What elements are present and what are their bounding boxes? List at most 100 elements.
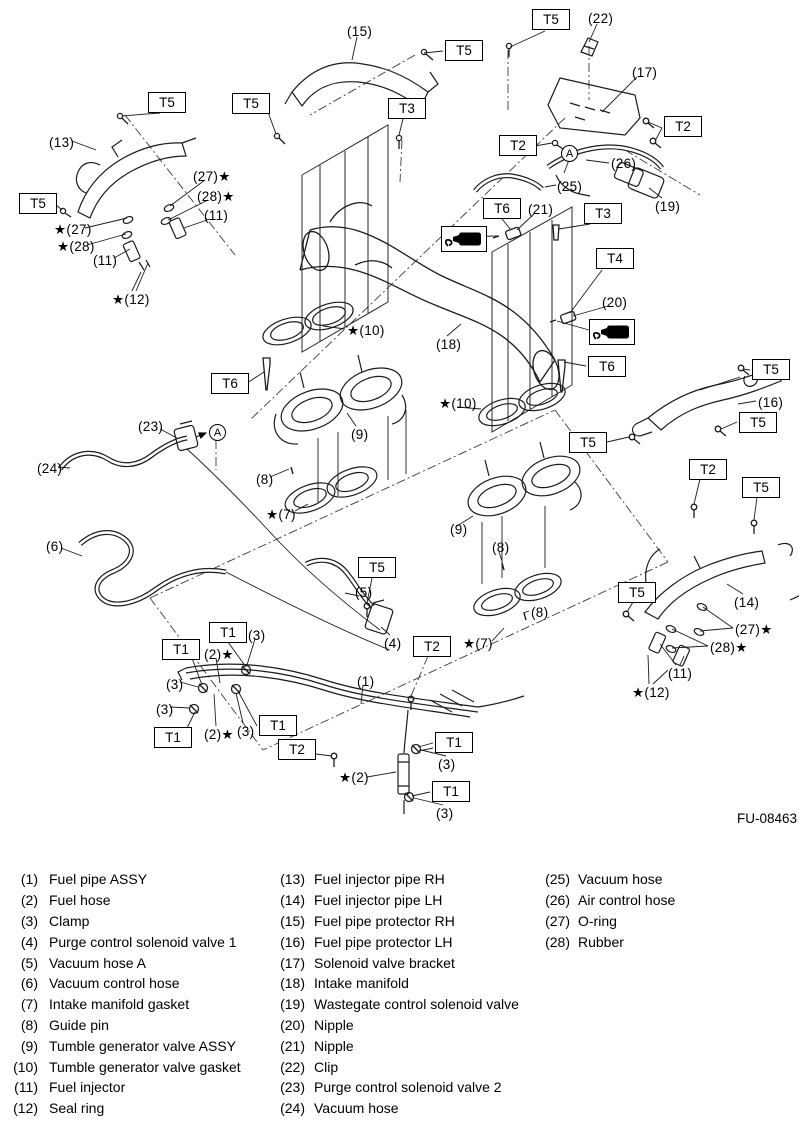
legend-item-number: (12) <box>13 1100 38 1117</box>
torque-spec-label-t1: T1 <box>154 727 192 748</box>
part-callout: ★(2) <box>339 770 369 785</box>
vacuum-hose-24-art <box>57 420 381 631</box>
torque-spec-label-t5: T5 <box>569 432 607 453</box>
legend-item-label: Vacuum hose <box>578 871 663 888</box>
part-callout: ★(7) <box>463 636 493 651</box>
part-callout: (17) <box>632 65 658 80</box>
legend-item-number: (16) <box>280 933 305 950</box>
part-callout: (8) <box>492 540 510 555</box>
legend-item-label: Nipple <box>314 1016 354 1033</box>
legend-item: (24) Vacuum hose <box>267 1098 519 1119</box>
legend-item-number: (10) <box>13 1058 38 1075</box>
legend-item-label: Fuel pipe protector LH <box>314 933 453 950</box>
legend-item-number: (8) <box>20 1016 38 1033</box>
part-callout: (3) <box>166 677 184 692</box>
legend-item-label: O-ring <box>578 912 617 929</box>
part-callout: (5) <box>355 585 373 600</box>
legend-item-number: (21) <box>280 1037 305 1054</box>
torque-spec-label-t5: T5 <box>148 92 186 113</box>
torque-spec-label-t3: T3 <box>388 98 426 119</box>
part-callout: ★(10) <box>439 396 477 411</box>
legend-item-label: Air control hose <box>578 892 676 909</box>
legend-item-label: Clamp <box>49 912 90 929</box>
legend-item-number: (25) <box>545 871 570 888</box>
legend-item-label: Solenoid valve bracket <box>314 954 455 971</box>
part-callout: (11) <box>668 666 693 681</box>
legend-item-number: (13) <box>280 871 305 888</box>
legend-item: (3) Clamp <box>0 911 241 932</box>
clamp-art <box>188 664 422 803</box>
legend-item: (10) Tumble generator valve gasket <box>0 1056 241 1077</box>
legend-item: (14)Fuel injector pipe LH <box>267 890 519 911</box>
part-callout: (24) <box>37 461 63 476</box>
torque-spec-label-t6: T6 <box>588 356 626 377</box>
part-callout: (21) <box>528 202 554 217</box>
part-callout: ★(27) <box>54 222 92 237</box>
part-callout: (3) <box>156 702 174 717</box>
torque-spec-label-t2: T2 <box>664 116 702 137</box>
legend-item: (8) Guide pin <box>0 1015 241 1036</box>
torque-spec-label-t5: T5 <box>739 412 777 433</box>
torque-spec-label-t2: T2 <box>413 636 451 657</box>
legend-item-label: Wastegate control solenoid valve <box>314 996 519 1013</box>
torque-spec-label-t5: T5 <box>742 477 780 498</box>
legend-item: (16) Fuel pipe protector LH <box>267 931 519 952</box>
torque-spec-label-t5: T5 <box>532 9 570 30</box>
part-callout: (22) <box>588 11 614 26</box>
legend-item: (6)Vacuum control hose <box>0 973 241 994</box>
injector-pipe-rh-art <box>75 137 197 271</box>
legend-item-label: Fuel injector pipe RH <box>314 871 445 888</box>
part-callout: (19) <box>655 199 681 214</box>
part-callout: (6) <box>46 539 64 554</box>
vacuum-control-hose-art <box>78 530 391 651</box>
part-callout: ★(28) <box>57 239 95 254</box>
torque-spec-label-t5: T5 <box>445 40 483 61</box>
part-callout: ★(7) <box>266 507 296 522</box>
part-callout: (28)★ <box>710 640 748 655</box>
torque-spec-label-t1: T1 <box>435 732 473 753</box>
part-callout: (14) <box>734 595 760 610</box>
torque-spec-label-t5: T5 <box>19 193 57 214</box>
legend-item: (9)Tumble generator valve ASSY <box>0 1035 241 1056</box>
legend-item: (1)Fuel pipe ASSY <box>0 869 241 890</box>
part-callout: ★(12) <box>632 685 670 700</box>
legend-item: (19)Wastegate control solenoid valve <box>267 994 519 1015</box>
tgv-right-art <box>467 441 582 621</box>
torque-spec-label-t1: T1 <box>209 622 247 643</box>
legend-item-number: (20) <box>280 1016 305 1033</box>
fuel-pipe-assy-art <box>177 663 525 814</box>
legend-item-number: (27) <box>545 912 570 929</box>
part-callout: (26) <box>611 156 637 171</box>
circled-reference-a: A <box>561 145 578 162</box>
legend-item-label: Purge control solenoid valve 2 <box>314 1079 502 1096</box>
legend-item-label: Vacuum hose <box>314 1100 399 1117</box>
legend-item-label: Nipple <box>314 1037 354 1054</box>
torque-spec-label-t1: T1 <box>162 639 200 660</box>
part-callout: (9) <box>351 427 369 442</box>
part-callout: (25) <box>557 179 583 194</box>
torque-spec-label-t5: T5 <box>752 359 790 380</box>
legend-item-number: (3) <box>20 912 38 929</box>
liquid-gasket-icon <box>441 226 487 252</box>
legend-column-1: (1)Fuel pipe ASSY(2)Fuel hose(3)Clamp(4)… <box>0 869 241 1119</box>
torque-spec-label-t4: T4 <box>596 248 634 269</box>
legend-item: (15)Fuel pipe protector RH <box>267 911 519 932</box>
legend-item: (11)Fuel injector <box>0 1077 241 1098</box>
legend-item: (18)Intake manifold <box>267 973 519 994</box>
legend-item-number: (14) <box>280 892 305 909</box>
legend-item: (25) Vacuum hose <box>532 869 675 890</box>
legend-item-number: (24) <box>280 1100 305 1117</box>
leader-lines <box>54 23 758 806</box>
guide-prisms <box>301 124 573 433</box>
legend-item: (27) O-ring <box>532 911 675 932</box>
part-callout: (3) <box>438 757 456 772</box>
legend-column-2: (13) Fuel injector pipe RH (14)Fuel inject… <box>267 869 519 1119</box>
legend-item-number: (18) <box>280 975 305 992</box>
legend-item: (2)Fuel hose <box>0 890 241 911</box>
torque-spec-label-t2: T2 <box>278 739 316 760</box>
legend-item-label: Guide pin <box>49 1016 109 1033</box>
figure-code: FU-08463 <box>737 811 798 826</box>
legend-item-label: Tumble generator valve gasket <box>49 1058 241 1075</box>
torque-spec-label-t5: T5 <box>232 93 270 114</box>
legend-item-number: (15) <box>280 912 305 929</box>
